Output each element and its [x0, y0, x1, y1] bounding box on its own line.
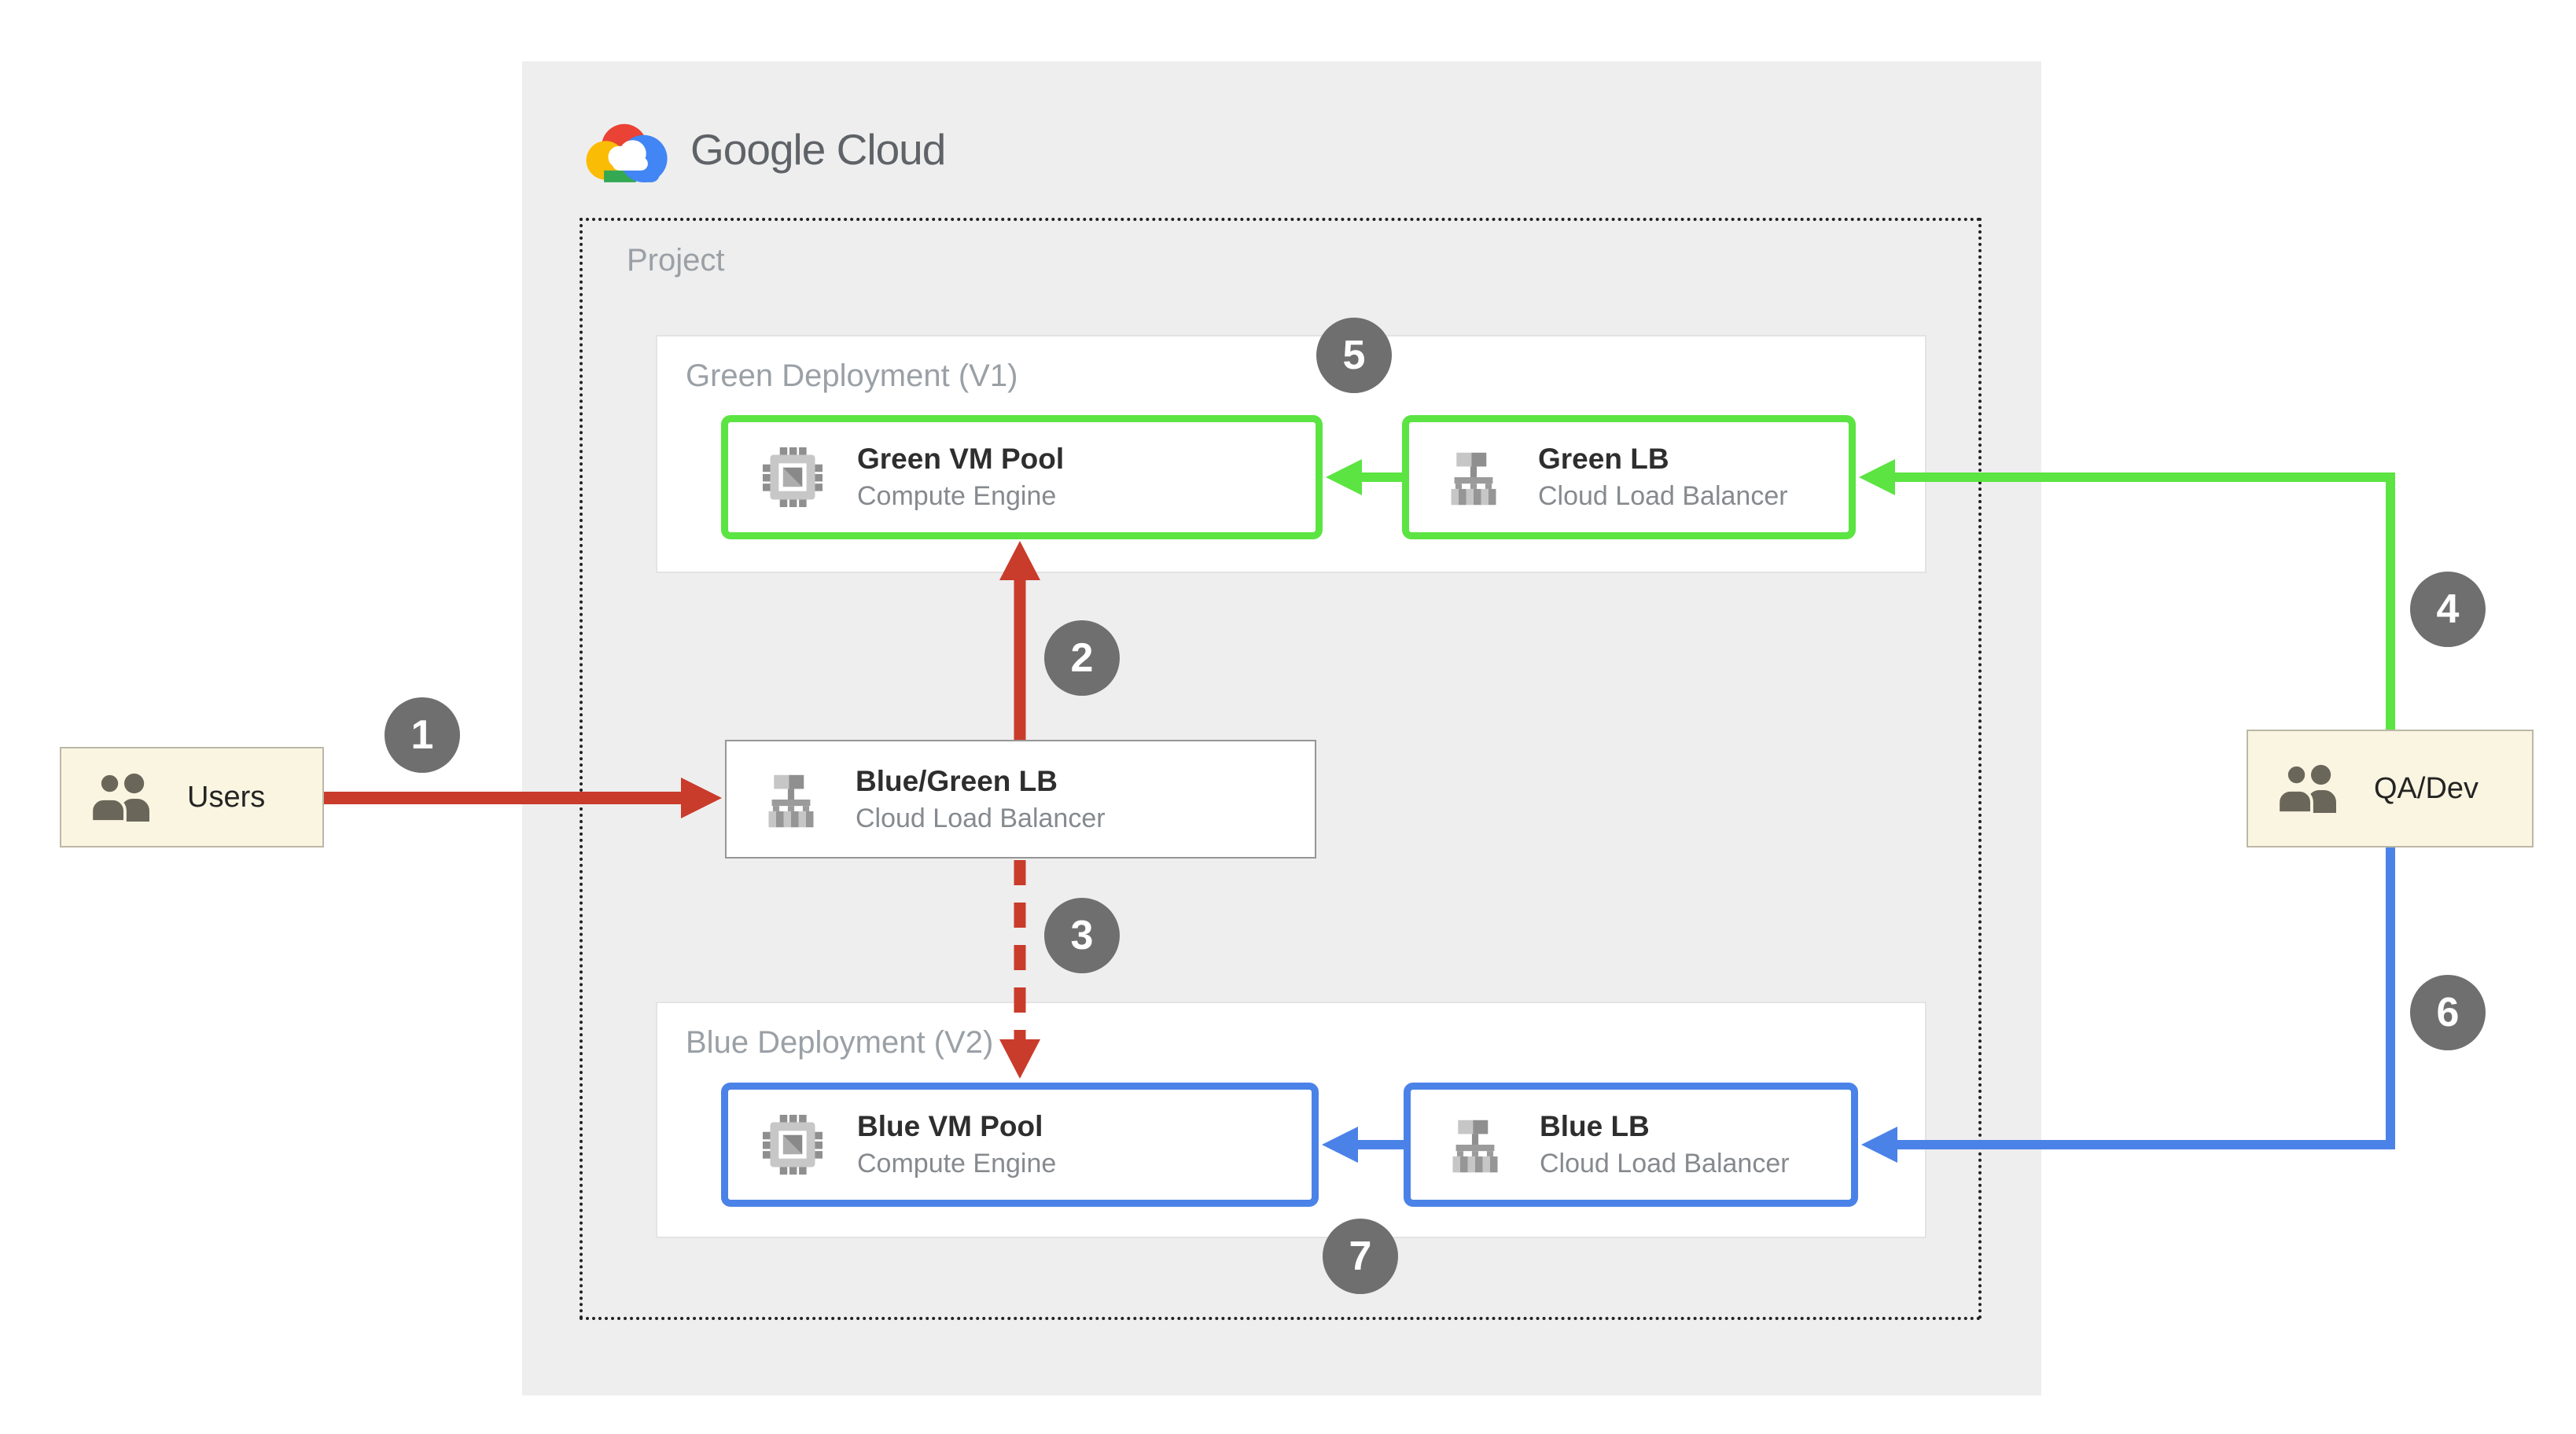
green-vm-title: Green VM Pool	[857, 443, 1065, 475]
users-actor-box: Users	[60, 747, 324, 848]
green-vm-pool-node: Green VM Pool Compute Engine	[721, 415, 1323, 539]
green-lb-subtitle: Cloud Load Balancer	[1538, 481, 1788, 511]
step-badge-6: 6	[2410, 975, 2486, 1050]
google-cloud-logo: Google Cloud	[582, 113, 946, 186]
router-subtitle: Cloud Load Balancer	[856, 803, 1106, 833]
load-balancer-icon	[761, 770, 821, 829]
step-badge-5: 5	[1316, 318, 1392, 393]
green-lb-node: Green LB Cloud Load Balancer	[1402, 415, 1856, 539]
users-icon	[90, 771, 157, 823]
qadev-actor-box: QA/Dev	[2247, 730, 2534, 848]
blue-deployment-label: Blue Deployment (V2)	[686, 1025, 994, 1060]
blue-lb-subtitle: Cloud Load Balancer	[1540, 1149, 1790, 1178]
users-label: Users	[187, 780, 266, 814]
google-cloud-logo-icon	[582, 115, 670, 184]
load-balancer-icon	[1444, 447, 1503, 507]
qadev-label: QA/Dev	[2374, 771, 2479, 805]
green-vm-subtitle: Compute Engine	[857, 481, 1057, 511]
green-lb-title: Green LB	[1538, 443, 1669, 475]
step-badge-3: 3	[1044, 898, 1120, 973]
compute-engine-icon	[763, 447, 822, 507]
blue-vm-title: Blue VM Pool	[857, 1110, 1043, 1142]
step-badge-4: 4	[2410, 572, 2486, 647]
blue-green-lb-node: Blue/Green LB Cloud Load Balancer	[725, 740, 1316, 859]
step-badge-2: 2	[1044, 620, 1120, 696]
green-deployment-label: Green Deployment (V1)	[686, 358, 1018, 393]
project-label: Project	[627, 243, 725, 278]
blue-lb-title: Blue LB	[1540, 1110, 1650, 1142]
blue-vm-pool-node: Blue VM Pool Compute Engine	[721, 1083, 1319, 1207]
step-badge-7: 7	[1323, 1219, 1398, 1294]
blue-lb-node: Blue LB Cloud Load Balancer	[1404, 1083, 1858, 1207]
load-balancer-icon	[1445, 1115, 1505, 1175]
router-title: Blue/Green LB	[856, 764, 1058, 797]
blue-vm-subtitle: Compute Engine	[857, 1149, 1057, 1178]
users-icon	[2276, 763, 2344, 814]
logo-wordmark: Google Cloud	[690, 125, 946, 174]
step-badge-1: 1	[385, 697, 460, 773]
compute-engine-icon	[763, 1115, 822, 1175]
project-boundary: Project	[580, 218, 1982, 1320]
